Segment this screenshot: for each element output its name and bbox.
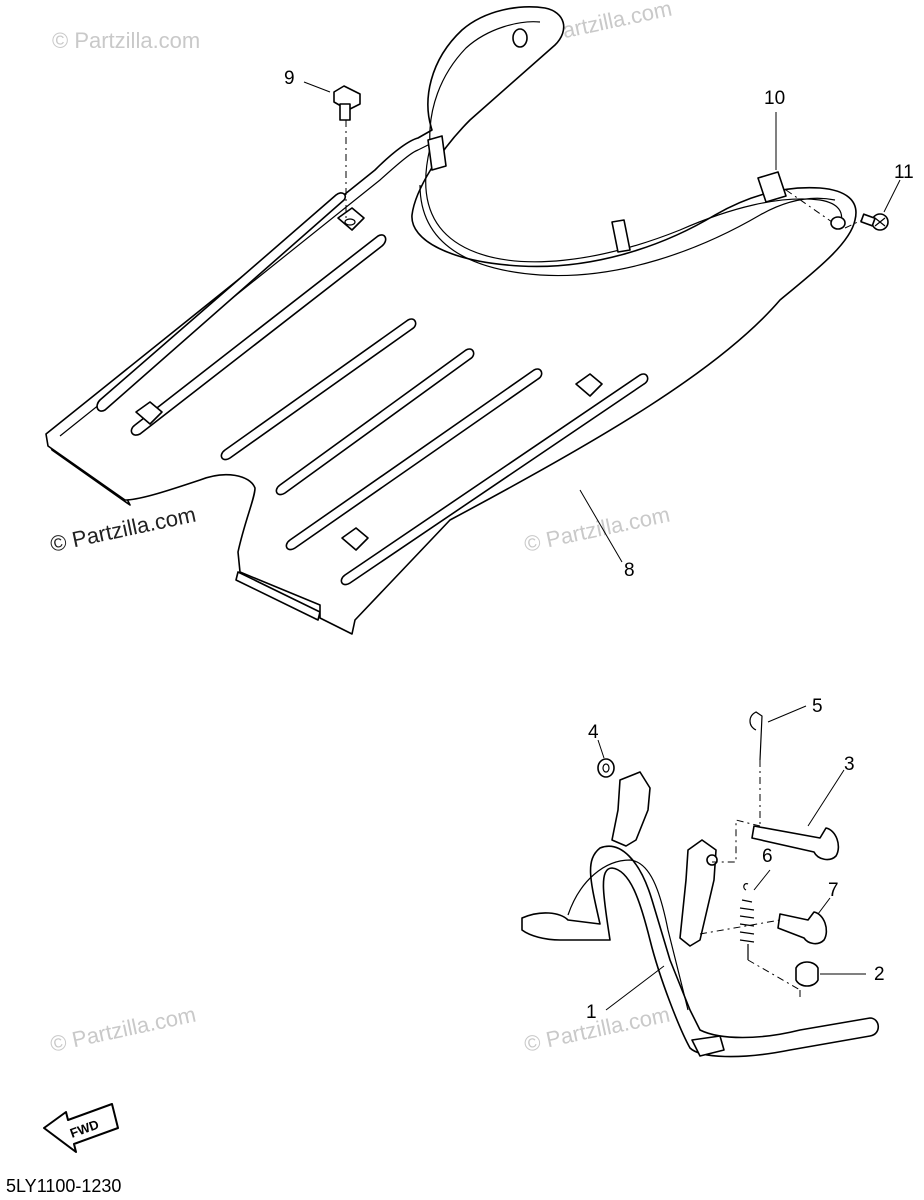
watermark-mid-left: © Partzilla.com bbox=[48, 502, 198, 557]
callout-7: 7 bbox=[828, 880, 839, 901]
footrest-board bbox=[45, 6, 857, 635]
spring-part-6 bbox=[739, 869, 801, 1000]
cotter-pin-part-5 bbox=[749, 705, 807, 826]
watermark-bottom-left: © Partzilla.com bbox=[48, 1002, 198, 1057]
washer-part-4 bbox=[597, 739, 615, 778]
callout-8: 8 bbox=[624, 560, 635, 581]
callout-10: 10 bbox=[764, 88, 785, 109]
forward-arrow-icon: FWD bbox=[43, 1103, 119, 1153]
callout-3: 3 bbox=[844, 754, 855, 775]
watermark-top-left: © Partzilla.com bbox=[52, 28, 200, 53]
diagram-code: 5LY1100-1230 bbox=[6, 1176, 121, 1196]
callout-5: 5 bbox=[812, 696, 823, 717]
bolt-part-7 bbox=[699, 897, 831, 945]
main-stand-part-1 bbox=[521, 771, 880, 1058]
screw-part-11 bbox=[844, 179, 901, 231]
mount-hole-right bbox=[575, 373, 603, 397]
watermark-bottom-right: © Partzilla.com bbox=[522, 1002, 672, 1057]
stopper-part-2 bbox=[795, 961, 866, 987]
bolt-part-9 bbox=[303, 81, 361, 222]
callout-6: 6 bbox=[762, 846, 773, 867]
watermark-mid-right: © Partzilla.com bbox=[522, 502, 672, 557]
callout-9: 9 bbox=[284, 68, 295, 89]
callout-11: 11 bbox=[894, 162, 914, 183]
pivot-shaft-part-3 bbox=[712, 769, 845, 863]
callout-4: 4 bbox=[588, 722, 599, 743]
callout-1: 1 bbox=[586, 1002, 597, 1023]
mount-hole-front bbox=[341, 527, 369, 551]
callout-2: 2 bbox=[874, 964, 885, 985]
mount-hole-left bbox=[135, 401, 163, 425]
clip-nut-part-10 bbox=[757, 112, 833, 223]
